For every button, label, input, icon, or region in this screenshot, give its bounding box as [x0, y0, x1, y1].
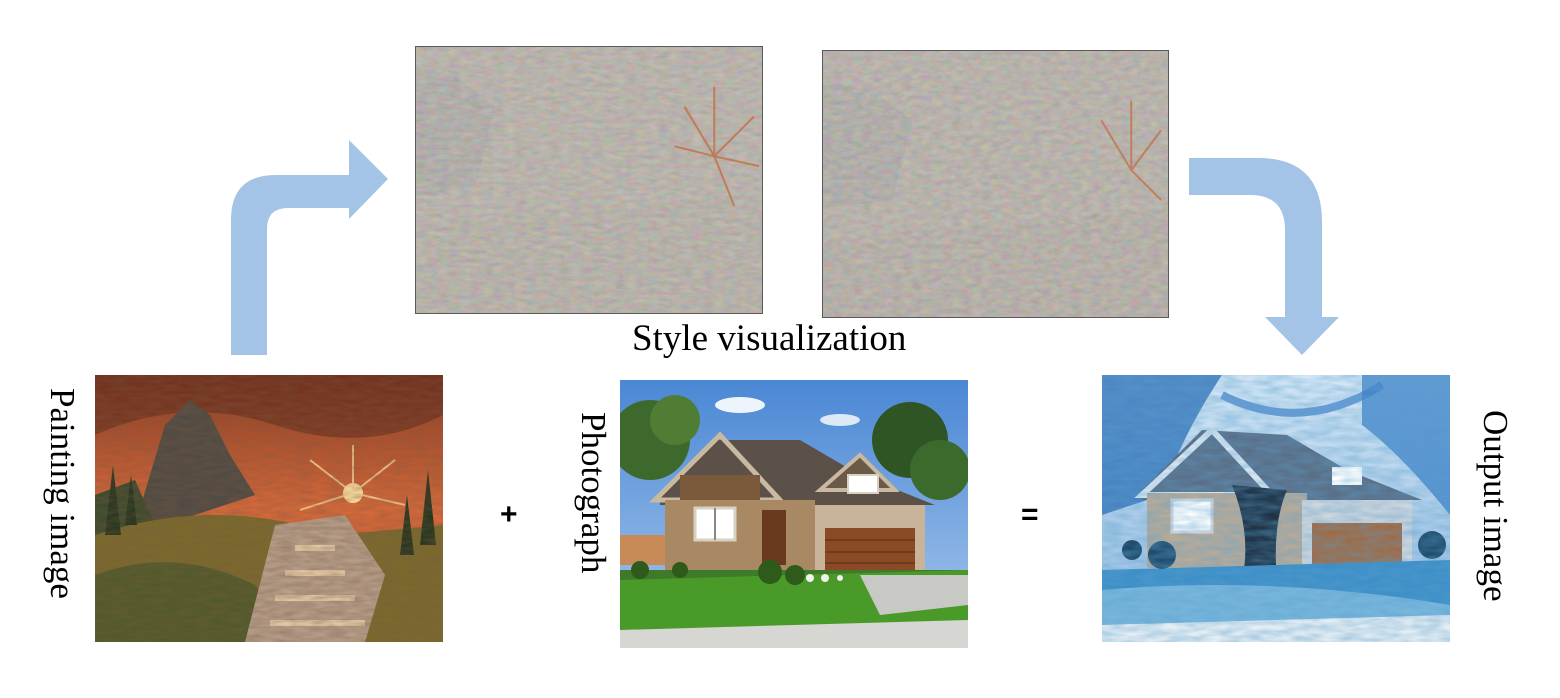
painting-image: [95, 375, 443, 642]
arrow-right-down-icon: [1189, 158, 1339, 355]
photograph-image: [620, 380, 968, 648]
style-visualization-caption: Style visualization: [632, 318, 907, 359]
painting-image-label: Painting image: [43, 388, 82, 599]
equals-operator: =: [1021, 498, 1039, 531]
style-visualization-image-1: [415, 46, 763, 314]
style-visualization-image-2: [822, 50, 1169, 318]
photograph-label: Photograph: [574, 412, 613, 574]
output-image: [1102, 375, 1450, 642]
arrow-up-right-icon: [231, 140, 388, 355]
plus-operator: +: [500, 498, 518, 531]
output-image-label: Output image: [1476, 410, 1515, 602]
